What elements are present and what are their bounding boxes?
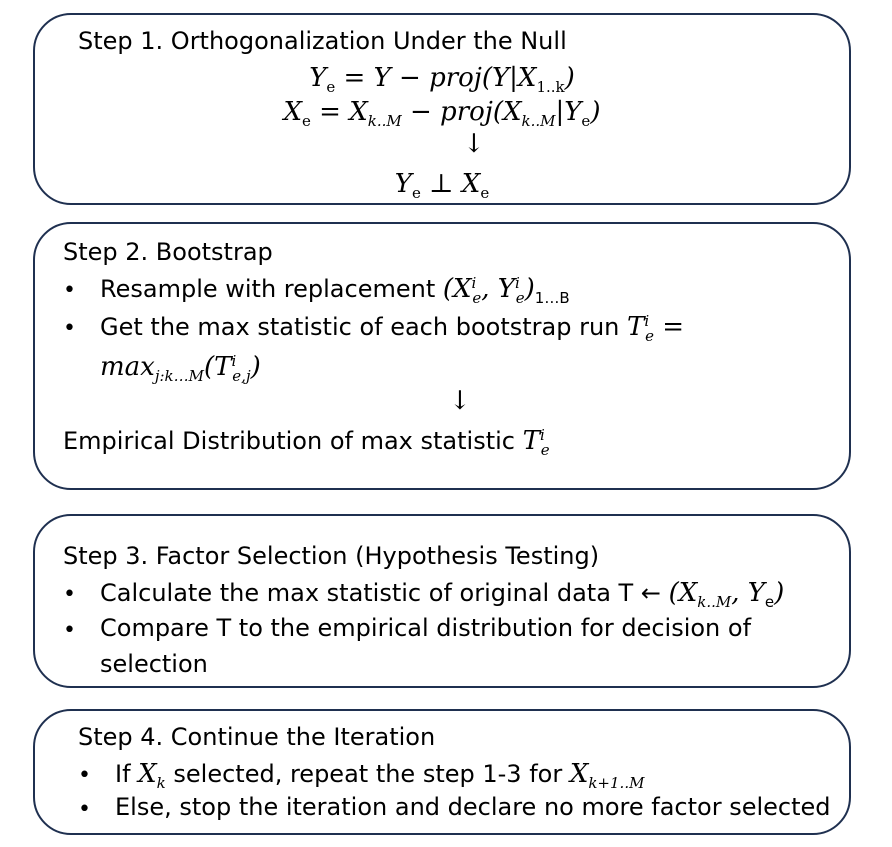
- result-T-sub: e: [540, 440, 550, 459]
- bullet2-line2-sub: e,j: [232, 366, 251, 385]
- bullet2-T-sub: e: [645, 326, 655, 345]
- eq2-mid2: − proj(X: [401, 97, 522, 127]
- step2-bullet-2: Get the max statistic of each bootstrap …: [100, 312, 685, 345]
- bullet2-max-sub: j:k…M: [154, 366, 204, 385]
- bullet2-line2-sup: i: [231, 352, 237, 370]
- bullet2-eq: =: [654, 312, 685, 342]
- bullet-icon: •: [78, 763, 91, 788]
- result-T: T: [522, 426, 540, 456]
- step3-bullet1-text: Calculate the max statistic of original …: [100, 579, 669, 607]
- eq2-mid1-sub: k..M: [367, 112, 402, 131]
- eq2-mid3-sub: e: [581, 112, 591, 131]
- step4-bullet-2: Else, stop the iteration and declare no …: [115, 793, 831, 821]
- step4-X: X: [138, 759, 157, 789]
- bullet-icon: •: [63, 278, 76, 303]
- step3-bullet1-mid: , Y: [731, 578, 765, 608]
- bullet1-mid: , Y: [481, 274, 515, 304]
- step1-result: Ye ⊥ Xe: [35, 169, 849, 203]
- eq1-lhs-sub: e: [326, 78, 336, 97]
- step3-bullet1-sub1: k..M: [697, 592, 732, 611]
- step2-bullet-2-line2: maxj:k…M(Tie,j): [100, 352, 261, 385]
- eq1-rhs-sub: 1..k: [536, 78, 565, 97]
- step3-bullet1-close: ): [774, 578, 785, 608]
- result-y: Y: [394, 169, 412, 199]
- bullet2-close: ): [250, 352, 261, 382]
- step1-down-arrow-icon: ↓: [463, 129, 485, 159]
- eq2-mid3: |Y: [555, 97, 582, 127]
- result-perp: ⊥ X: [420, 169, 481, 199]
- eq2-lhs: X: [283, 97, 303, 127]
- step4-bullet1-pre: If: [115, 760, 139, 788]
- step3-bullet1-math: (X: [668, 578, 698, 608]
- step4-bullet1-mid: selected, repeat the step 1-3 for: [165, 760, 570, 788]
- step2-down-arrow-icon: ↓: [449, 386, 471, 416]
- bullet1-sup1: i: [471, 274, 477, 292]
- eq2-mid2-sub: k..M: [521, 112, 556, 131]
- step2-result: Empirical Distribution of max statistic …: [63, 426, 550, 459]
- bullet1-sub2: e: [515, 288, 525, 307]
- step3-title: Step 3. Factor Selection (Hypothesis Tes…: [63, 542, 600, 570]
- step3-box: Step 3. Factor Selection (Hypothesis Tes…: [33, 514, 851, 688]
- step2-title: Step 2. Bootstrap: [63, 238, 273, 266]
- bullet1-close: ): [524, 274, 535, 304]
- bullet2-T-sup: i: [644, 312, 650, 330]
- eq2-mid1: = X: [310, 97, 368, 127]
- step1-equation-1: Ye = Y − proj(Y|X1..k): [35, 63, 849, 97]
- step4-X2-sub: k+1..M: [588, 773, 645, 792]
- bullet1-math: (X: [442, 274, 472, 304]
- bullet2-text: Get the max statistic of each bootstrap …: [100, 313, 627, 341]
- step3-bullet-2-line2: selection: [100, 650, 208, 678]
- eq1-close: ): [564, 63, 575, 93]
- eq2-lhs-sub: e: [302, 112, 311, 131]
- bullet-icon: •: [63, 316, 76, 341]
- step4-title: Step 4. Continue the Iteration: [78, 723, 436, 751]
- step4-box: Step 4. Continue the Iteration • If Xk s…: [33, 709, 851, 835]
- eq1-rhs: = Y − proj(Y|X: [335, 63, 537, 93]
- bullet2-T: T: [627, 312, 645, 342]
- step2-bullet-1: Resample with replacement (Xie, Yie)1…B: [100, 274, 570, 307]
- step1-equation-2: Xe = Xk..M − proj(Xk..M|Ye): [35, 97, 849, 131]
- result-text: Empirical Distribution of max statistic: [63, 427, 523, 455]
- bullet2-open: (T: [203, 352, 232, 382]
- bullet-icon: •: [63, 618, 76, 643]
- step3-bullet1-sub2: e: [764, 592, 775, 611]
- eq1-lhs: Y: [309, 63, 327, 93]
- step1-box: Step 1. Orthogonalization Under the Null…: [33, 13, 851, 205]
- bullet-icon: •: [78, 797, 91, 822]
- bullet1-range: 1…B: [534, 288, 570, 307]
- result-x-sub: e: [480, 184, 490, 203]
- step2-box: Step 2. Bootstrap • Resample with replac…: [33, 222, 851, 490]
- bullet-icon: •: [63, 582, 76, 607]
- step4-X-sub: k: [156, 773, 166, 792]
- eq2-close: ): [590, 97, 601, 127]
- bullet2-max: max: [100, 352, 155, 382]
- result-y-sub: e: [411, 184, 421, 203]
- bullet1-sub1: e: [472, 288, 482, 307]
- step1-title: Step 1. Orthogonalization Under the Null: [78, 27, 567, 55]
- bullet1-text: Resample with replacement: [100, 275, 443, 303]
- bullet1-sup2: i: [514, 274, 520, 292]
- step4-bullet-1: If Xk selected, repeat the step 1-3 for …: [115, 759, 645, 792]
- step4-X2: X: [569, 759, 589, 789]
- step3-bullet-2-line1: Compare T to the empirical distribution …: [100, 614, 752, 642]
- step3-bullet-1: Calculate the max statistic of original …: [100, 578, 785, 611]
- result-T-sup: i: [539, 426, 545, 444]
